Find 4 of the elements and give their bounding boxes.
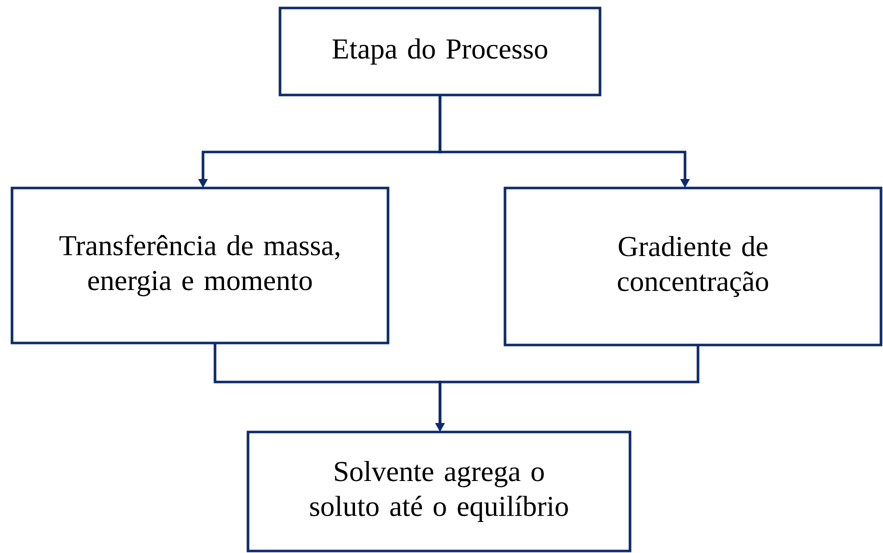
process-box: Gradiente de concentração [504, 186, 882, 346]
process-box: Solvente agrega o soluto até o equilíbrio [246, 430, 632, 552]
process-box: Transferência de massa, energia e momento [10, 186, 390, 344]
process-box: Etapa do Processo [278, 6, 602, 96]
